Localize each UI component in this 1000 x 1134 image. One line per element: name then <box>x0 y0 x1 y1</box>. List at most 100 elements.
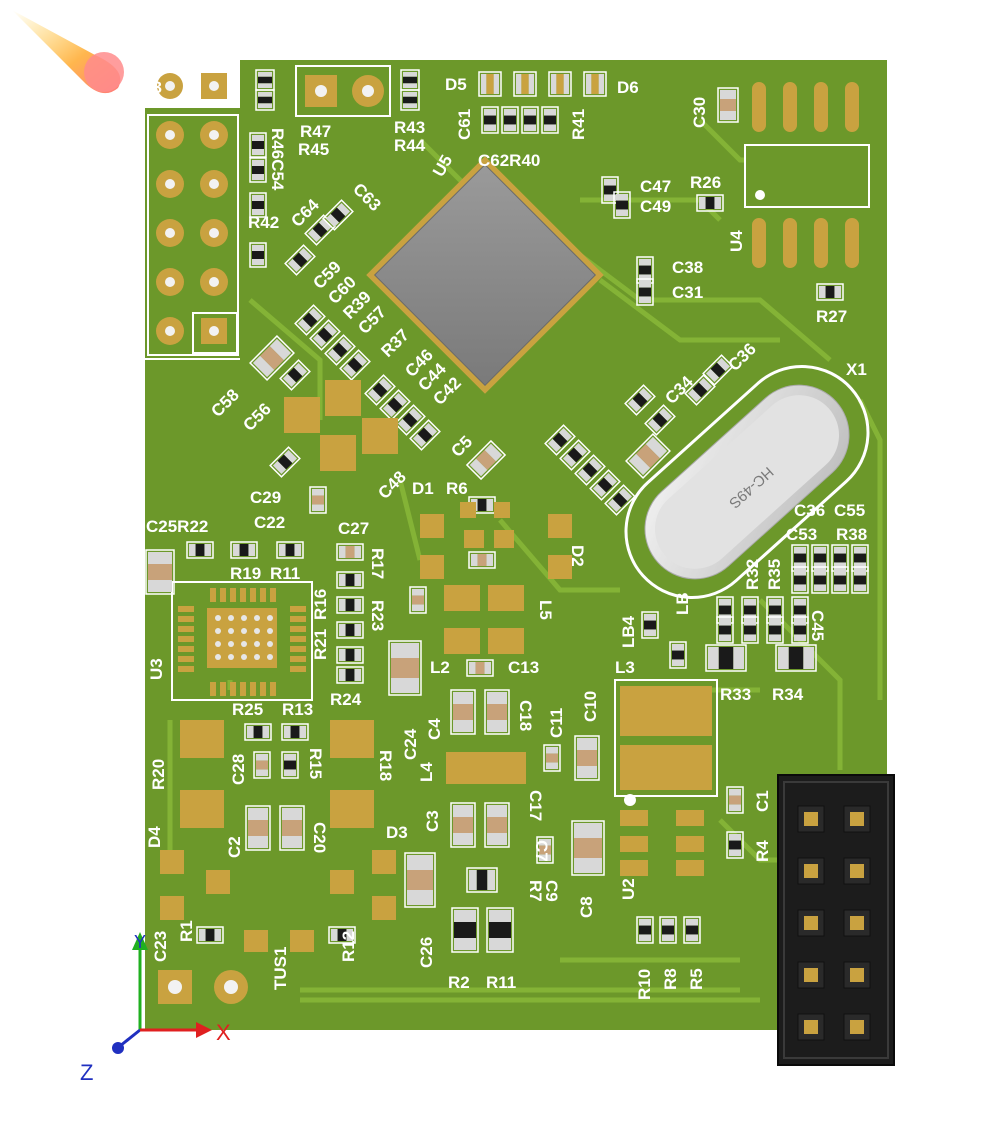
label-c13: C13 <box>508 658 539 677</box>
label-r35: R35 <box>765 559 784 590</box>
smd-part <box>281 723 309 741</box>
copper-pad <box>488 628 524 654</box>
smd-part <box>486 907 514 953</box>
smd-part <box>684 374 716 406</box>
smd-part <box>613 191 631 219</box>
smd-part <box>336 666 364 684</box>
smd-part <box>409 419 441 451</box>
label-l4: L4 <box>417 762 436 782</box>
label-r2: R2 <box>448 973 470 992</box>
smd-part <box>409 586 427 614</box>
label-c3: C3 <box>423 810 442 832</box>
smd-part <box>336 571 364 589</box>
smd-part <box>336 596 364 614</box>
smd-part <box>145 549 175 595</box>
copper-pad <box>330 790 374 828</box>
label-u3: U3 <box>147 658 166 680</box>
smd-part <box>574 735 600 781</box>
smd-part <box>249 192 267 218</box>
smd-part <box>336 646 364 664</box>
smd-part <box>400 89 420 111</box>
header-j3 <box>147 65 237 107</box>
label-d6: D6 <box>617 78 639 97</box>
smd-part <box>604 484 636 516</box>
axis-z-label: Z <box>80 1060 93 1085</box>
smd-part <box>336 543 364 561</box>
smd-part <box>379 389 411 421</box>
smd-part <box>624 384 656 416</box>
label-lb: LB <box>673 592 692 615</box>
label-r13: R13 <box>282 700 313 719</box>
label-d1: D1 <box>412 479 434 498</box>
label-r16: R16 <box>311 589 330 620</box>
axis-y-label: Y <box>134 932 146 952</box>
label-r15: R15 <box>306 748 325 779</box>
label-j3: J3 <box>143 78 162 97</box>
connector-r47 <box>295 65 391 117</box>
label-u4: U4 <box>727 230 746 252</box>
label-d2: D2 <box>568 545 587 567</box>
copper-pad <box>488 585 524 611</box>
smd-part <box>284 244 316 276</box>
smd-part <box>513 71 537 97</box>
copper-pad <box>444 585 480 611</box>
copper-pad <box>180 790 224 828</box>
copper-pad <box>320 435 356 471</box>
mount-pads-bottom <box>158 970 248 1004</box>
smd-part <box>831 566 849 594</box>
smd-part <box>279 359 311 391</box>
label-r11: R11 <box>270 564 300 583</box>
smd-part <box>659 916 677 944</box>
smd-part <box>404 852 436 908</box>
smd-part <box>339 349 371 381</box>
label-c29: C29 <box>250 488 281 507</box>
smd-part <box>450 689 476 735</box>
copper-pad <box>548 514 572 538</box>
label-r19: R19 <box>230 564 261 583</box>
smd-part <box>281 751 299 779</box>
copper-pad <box>548 555 572 579</box>
smd-part <box>851 566 869 594</box>
smd-part <box>541 106 559 134</box>
copper-pad <box>372 896 396 920</box>
smd-part <box>244 723 272 741</box>
smd-part <box>766 616 784 644</box>
label-r1: R1 <box>177 920 196 942</box>
smd-part <box>481 106 499 134</box>
label-c38: C38 <box>672 258 703 277</box>
label-r27: R27 <box>816 307 847 326</box>
copper-pad <box>160 896 184 920</box>
label-c20: C20 <box>310 822 329 853</box>
label-r7: R7 <box>526 880 545 902</box>
smd-part <box>466 867 498 893</box>
label-r25: R25 <box>232 700 263 719</box>
label-c53: C53 <box>786 525 817 544</box>
copper-pad <box>420 555 444 579</box>
label-c36r: C36 <box>794 501 825 520</box>
inductor-l3 <box>614 679 718 806</box>
smd-part <box>636 256 654 284</box>
smd-part <box>644 404 676 436</box>
label-c24: C24 <box>401 728 420 760</box>
smd-part <box>255 69 275 91</box>
label-c27: C27 <box>338 519 369 538</box>
smd-part <box>451 907 479 953</box>
label-r24: R24 <box>330 690 362 709</box>
smd-part <box>775 644 817 672</box>
label-r47: R47 <box>300 122 331 141</box>
crystal-x1 <box>624 364 870 600</box>
smd-part <box>364 374 396 406</box>
copper-pad <box>444 628 480 654</box>
label-r5: R5 <box>687 968 706 990</box>
smd-part <box>636 278 654 306</box>
smd-part <box>705 644 747 672</box>
header-pin <box>797 805 825 833</box>
copper-pad <box>620 810 648 826</box>
label-c55: C55 <box>834 501 865 520</box>
smd-part <box>309 319 341 351</box>
label-r41: R41 <box>569 109 588 140</box>
label-r33: R33 <box>720 685 751 704</box>
smd-part <box>816 283 844 301</box>
smd-part <box>589 469 621 501</box>
